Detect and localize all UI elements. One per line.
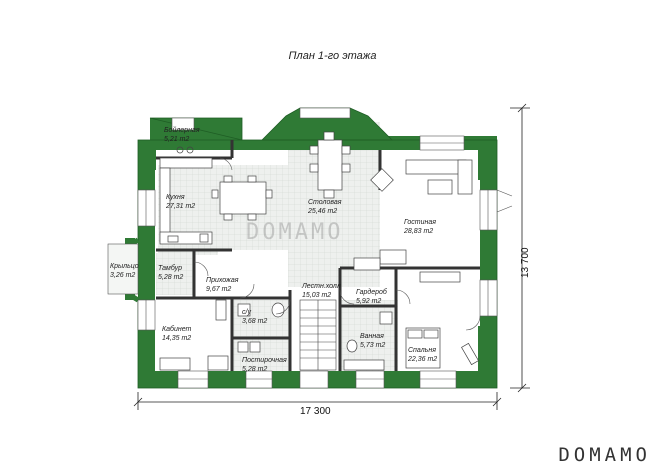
room-name: Постирочная bbox=[242, 357, 287, 364]
dimension-height: 13 700 bbox=[520, 247, 531, 278]
room-name: Столовая bbox=[308, 199, 342, 206]
room-area: 14,35 m2 bbox=[162, 335, 192, 342]
room-name: с/у bbox=[242, 309, 251, 316]
room-area: 5,92 m2 bbox=[356, 298, 382, 305]
room-name: Гардероб bbox=[356, 289, 387, 296]
porch bbox=[107, 237, 140, 303]
room-area: 5,28 m2 bbox=[158, 274, 184, 281]
room-label-kitchen: Кухня 27,31 m2 bbox=[166, 193, 195, 211]
room-label-bedroom: Спальня 22,36 m2 bbox=[408, 346, 437, 364]
room-area: 3,68 m2 bbox=[242, 318, 268, 325]
room-area: 25,46 m2 bbox=[308, 208, 338, 215]
room-label-porch: Крыльцо 3,26 m2 bbox=[110, 262, 139, 280]
watermark-corner: DOMAMO bbox=[558, 444, 651, 466]
plan-title: План 1-го этажа bbox=[288, 50, 377, 62]
room-label-study: Кабинет 14,35 m2 bbox=[162, 325, 191, 343]
room-label-wc: с/у 3,68 m2 bbox=[242, 308, 267, 326]
room-area: 5,28 m2 bbox=[242, 366, 268, 373]
room-label-vestibule: Тамбур 5,28 m2 bbox=[158, 264, 183, 282]
dining-table bbox=[309, 131, 351, 199]
living-furniture bbox=[370, 159, 473, 265]
room-name: Крыльцо bbox=[110, 263, 139, 270]
room-name: Бойлерная bbox=[164, 127, 200, 134]
room-name: Лестн.холл bbox=[302, 283, 341, 290]
room-name: Гостиная bbox=[404, 219, 437, 226]
bedroom-furniture bbox=[343, 257, 479, 371]
room-name: Кухня bbox=[166, 194, 185, 201]
dimension-width: 17 300 bbox=[300, 406, 331, 417]
room-name: Тамбур bbox=[158, 265, 182, 272]
room-area: 5,73 m2 bbox=[360, 342, 386, 349]
room-label-stairhall: Лестн.холл 15,03 m2 bbox=[302, 282, 341, 300]
interior-partitions bbox=[156, 140, 480, 371]
study-furniture bbox=[159, 299, 285, 371]
watermark-center: DOMAMO bbox=[246, 220, 344, 245]
room-label-dining: Столовая 25,46 m2 bbox=[308, 198, 342, 216]
room-name: Ванная bbox=[360, 333, 384, 340]
room-area: 9,67 m2 bbox=[206, 286, 232, 293]
room-name: Кабинет bbox=[162, 326, 192, 333]
dimension-lines bbox=[133, 103, 530, 410]
room-label-laundry: Постирочная 5,28 m2 bbox=[242, 356, 287, 374]
room-area: 5,21 m2 bbox=[164, 136, 190, 143]
kitchen-furniture bbox=[159, 146, 273, 245]
room-label-living: Гостиная 28,83 m2 bbox=[404, 218, 436, 236]
windows bbox=[137, 107, 498, 389]
room-name: Спальня bbox=[408, 347, 436, 354]
room-area: 3,26 m2 bbox=[110, 272, 136, 279]
room-area: 27,31 m2 bbox=[166, 203, 196, 210]
room-label-bathroom: Ванная 5,73 m2 bbox=[360, 332, 385, 350]
room-area: 22,36 m2 bbox=[408, 356, 438, 363]
room-label-wardrobe: Гардероб 5,92 m2 bbox=[356, 288, 387, 306]
staircase bbox=[299, 299, 337, 371]
room-label-hall: Прихожая 9,67 m2 bbox=[206, 276, 238, 294]
room-area: 28,83 m2 bbox=[404, 228, 434, 235]
room-label-boiler: Бойлерная 5,21 m2 bbox=[164, 126, 200, 144]
doors bbox=[193, 157, 513, 331]
room-area: 15,03 m2 bbox=[302, 292, 332, 299]
room-name: Прихожая bbox=[206, 277, 239, 284]
